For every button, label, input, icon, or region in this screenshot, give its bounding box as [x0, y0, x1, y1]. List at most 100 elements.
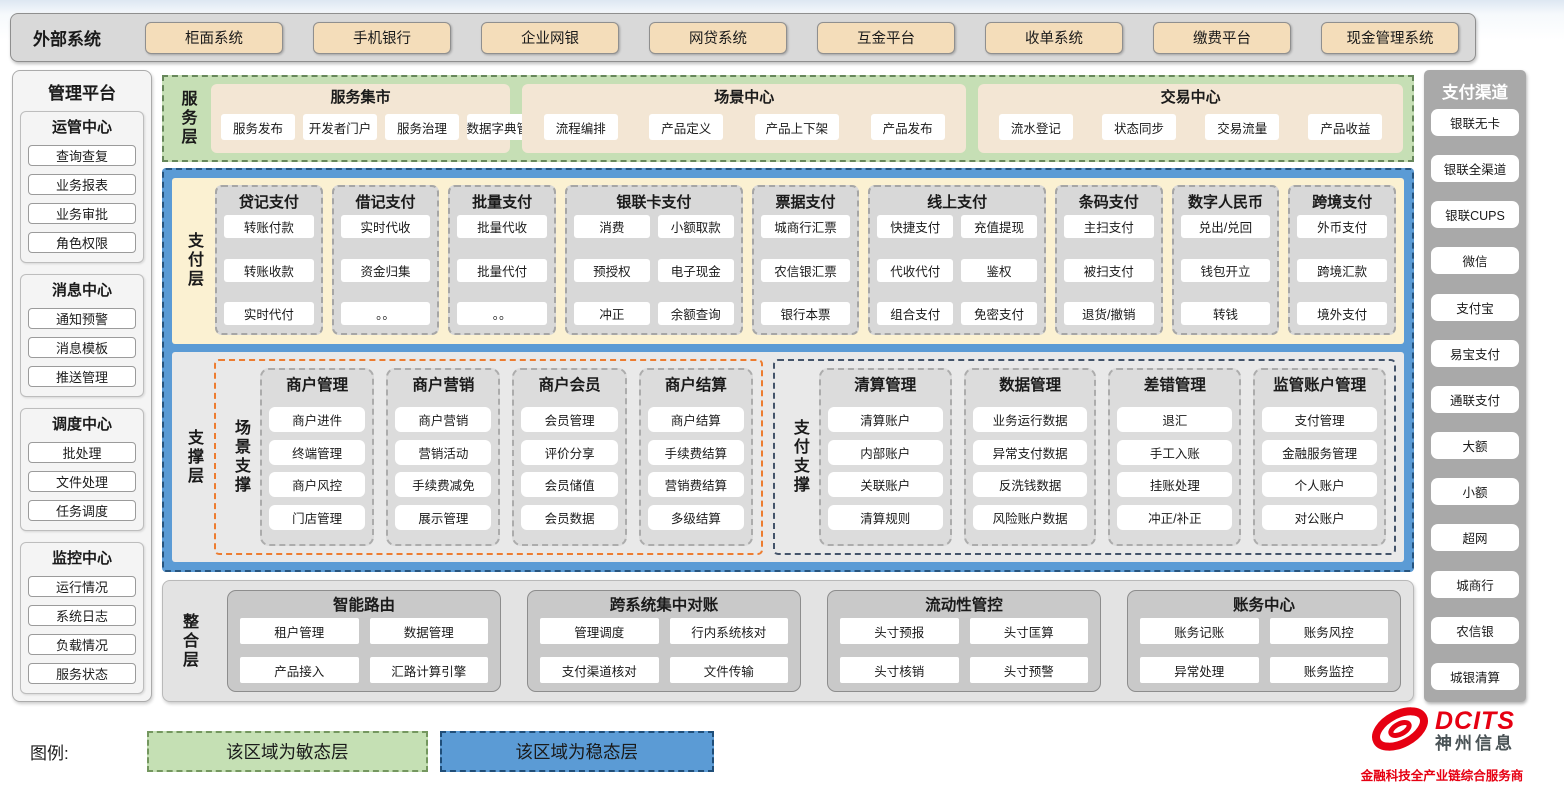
external-system-button[interactable]: 企业网银	[481, 21, 619, 54]
service-item-button[interactable]: 开发者门户	[303, 114, 377, 140]
integration-item-button[interactable]: 汇路计算引擎	[369, 657, 488, 683]
support-item-button[interactable]: 反洗钱数据	[972, 472, 1088, 498]
payment-channel-button[interactable]: 城银清算	[1431, 662, 1519, 690]
management-item-button[interactable]: 任务调度	[28, 500, 136, 521]
support-item-button[interactable]: 个人账户	[1262, 472, 1377, 498]
external-system-button[interactable]: 现金管理系统	[1321, 21, 1459, 54]
service-item-button[interactable]: 产品上下架	[754, 114, 840, 140]
payment-channel-button[interactable]: 农信银	[1431, 616, 1519, 644]
support-item-button[interactable]: 多级结算	[647, 505, 744, 531]
service-item-button[interactable]: 产品发布	[870, 114, 945, 140]
support-item-button[interactable]: 评价分享	[521, 439, 618, 465]
payment-item-button[interactable]: 境外支付	[1297, 302, 1387, 325]
support-item-button[interactable]: 商户进件	[269, 406, 366, 432]
payment-item-button[interactable]: 主扫支付	[1063, 215, 1154, 238]
support-item-button[interactable]: 营销活动	[395, 439, 492, 465]
management-item-button[interactable]: 批处理	[28, 442, 136, 463]
support-item-button[interactable]: 风险账户数据	[972, 505, 1088, 531]
support-item-button[interactable]: 会员数据	[521, 505, 618, 531]
support-item-button[interactable]: 门店管理	[269, 505, 366, 531]
service-item-button[interactable]: 产品收益	[1308, 114, 1383, 140]
payment-item-button[interactable]: 实时代收	[340, 215, 431, 238]
payment-item-button[interactable]: 。。	[457, 302, 548, 325]
integration-item-button[interactable]: 产品接入	[240, 657, 359, 683]
payment-item-button[interactable]: 兑出/兑回	[1180, 215, 1271, 238]
payment-channel-button[interactable]: 通联支付	[1431, 385, 1519, 413]
payment-channel-button[interactable]: 银联无卡	[1431, 109, 1519, 136]
service-item-button[interactable]: 流水登记	[998, 114, 1073, 140]
payment-channel-button[interactable]: 微信	[1431, 247, 1519, 275]
service-item-button[interactable]: 服务治理	[385, 114, 459, 140]
management-item-button[interactable]: 服务状态	[28, 663, 136, 684]
support-item-button[interactable]: 退汇	[1117, 406, 1233, 432]
management-item-button[interactable]: 运行情况	[28, 576, 136, 597]
integration-item-button[interactable]: 数据管理	[369, 618, 488, 644]
integration-item-button[interactable]: 租户管理	[240, 618, 359, 644]
payment-item-button[interactable]: 充值提现	[961, 215, 1037, 238]
payment-item-button[interactable]: 银行本票	[760, 302, 851, 325]
management-item-button[interactable]: 文件处理	[28, 471, 136, 492]
payment-channel-button[interactable]: 支付宝	[1431, 293, 1519, 321]
payment-item-button[interactable]: 跨境汇款	[1297, 258, 1387, 282]
integration-item-button[interactable]: 行内系统核对	[669, 618, 788, 644]
payment-item-button[interactable]: 城商行汇票	[760, 215, 851, 238]
payment-item-button[interactable]: 。。	[340, 302, 431, 325]
payment-item-button[interactable]: 退货/撤销	[1063, 302, 1154, 325]
payment-channel-button[interactable]: 银联全渠道	[1431, 155, 1519, 183]
support-item-button[interactable]: 手续费减免	[395, 472, 492, 498]
support-item-button[interactable]: 对公账户	[1262, 505, 1377, 531]
support-item-button[interactable]: 内部账户	[827, 439, 943, 465]
support-item-button[interactable]: 冲正/补正	[1117, 505, 1233, 531]
management-item-button[interactable]: 通知预警	[28, 308, 136, 329]
integration-item-button[interactable]: 异常处理	[1140, 657, 1259, 683]
management-item-button[interactable]: 角色权限	[28, 232, 136, 253]
integration-item-button[interactable]: 头寸核销	[840, 657, 959, 683]
payment-item-button[interactable]: 消费	[574, 215, 650, 238]
support-item-button[interactable]: 商户风控	[269, 472, 366, 498]
management-item-button[interactable]: 推送管理	[28, 366, 136, 387]
integration-item-button[interactable]: 头寸匡算	[969, 618, 1088, 644]
external-system-button[interactable]: 柜面系统	[145, 21, 283, 54]
external-system-button[interactable]: 收单系统	[985, 21, 1123, 54]
integration-item-button[interactable]: 账务监控	[1269, 657, 1388, 683]
payment-channel-button[interactable]: 易宝支付	[1431, 339, 1519, 367]
integration-item-button[interactable]: 文件传输	[669, 657, 788, 683]
support-item-button[interactable]: 会员储值	[521, 472, 618, 498]
payment-item-button[interactable]: 转账付款	[224, 215, 314, 238]
external-system-button[interactable]: 手机银行	[313, 21, 451, 54]
support-item-button[interactable]: 会员管理	[521, 406, 618, 432]
support-item-button[interactable]: 手工入账	[1117, 439, 1233, 465]
management-item-button[interactable]: 业务报表	[28, 174, 136, 195]
management-item-button[interactable]: 负载情况	[28, 634, 136, 655]
payment-item-button[interactable]: 快捷支付	[877, 215, 954, 238]
integration-item-button[interactable]: 管理调度	[540, 618, 659, 644]
support-item-button[interactable]: 展示管理	[395, 505, 492, 531]
payment-item-button[interactable]: 批量代付	[457, 258, 548, 282]
service-item-button[interactable]: 服务发布	[221, 114, 295, 140]
support-item-button[interactable]: 营销费结算	[647, 472, 744, 498]
payment-item-button[interactable]: 电子现金	[657, 258, 734, 282]
payment-item-button[interactable]: 免密支付	[961, 302, 1037, 325]
payment-item-button[interactable]: 转账收款	[224, 258, 314, 282]
payment-item-button[interactable]: 小额取款	[657, 215, 734, 238]
payment-item-button[interactable]: 组合支付	[877, 302, 954, 325]
integration-item-button[interactable]: 账务记账	[1140, 618, 1259, 644]
support-item-button[interactable]: 终端管理	[269, 439, 366, 465]
payment-item-button[interactable]: 代收代付	[877, 258, 954, 282]
payment-item-button[interactable]: 余额查询	[657, 302, 734, 325]
payment-channel-button[interactable]: 超网	[1431, 524, 1519, 552]
support-item-button[interactable]: 支付管理	[1262, 406, 1377, 432]
integration-item-button[interactable]: 支付渠道核对	[540, 657, 659, 683]
support-item-button[interactable]: 业务运行数据	[972, 406, 1088, 432]
payment-item-button[interactable]: 农信银汇票	[760, 258, 851, 282]
support-item-button[interactable]: 清算规则	[827, 505, 943, 531]
management-item-button[interactable]: 系统日志	[28, 605, 136, 626]
payment-channel-button[interactable]: 小额	[1431, 478, 1519, 506]
payment-item-button[interactable]: 批量代收	[457, 215, 548, 238]
service-item-button[interactable]: 交易流量	[1205, 114, 1280, 140]
payment-item-button[interactable]: 钱包开立	[1180, 258, 1271, 282]
service-item-button[interactable]: 状态同步	[1102, 114, 1177, 140]
integration-item-button[interactable]: 账务风控	[1269, 618, 1388, 644]
integration-item-button[interactable]: 头寸预报	[840, 618, 959, 644]
support-item-button[interactable]: 商户结算	[647, 406, 744, 432]
